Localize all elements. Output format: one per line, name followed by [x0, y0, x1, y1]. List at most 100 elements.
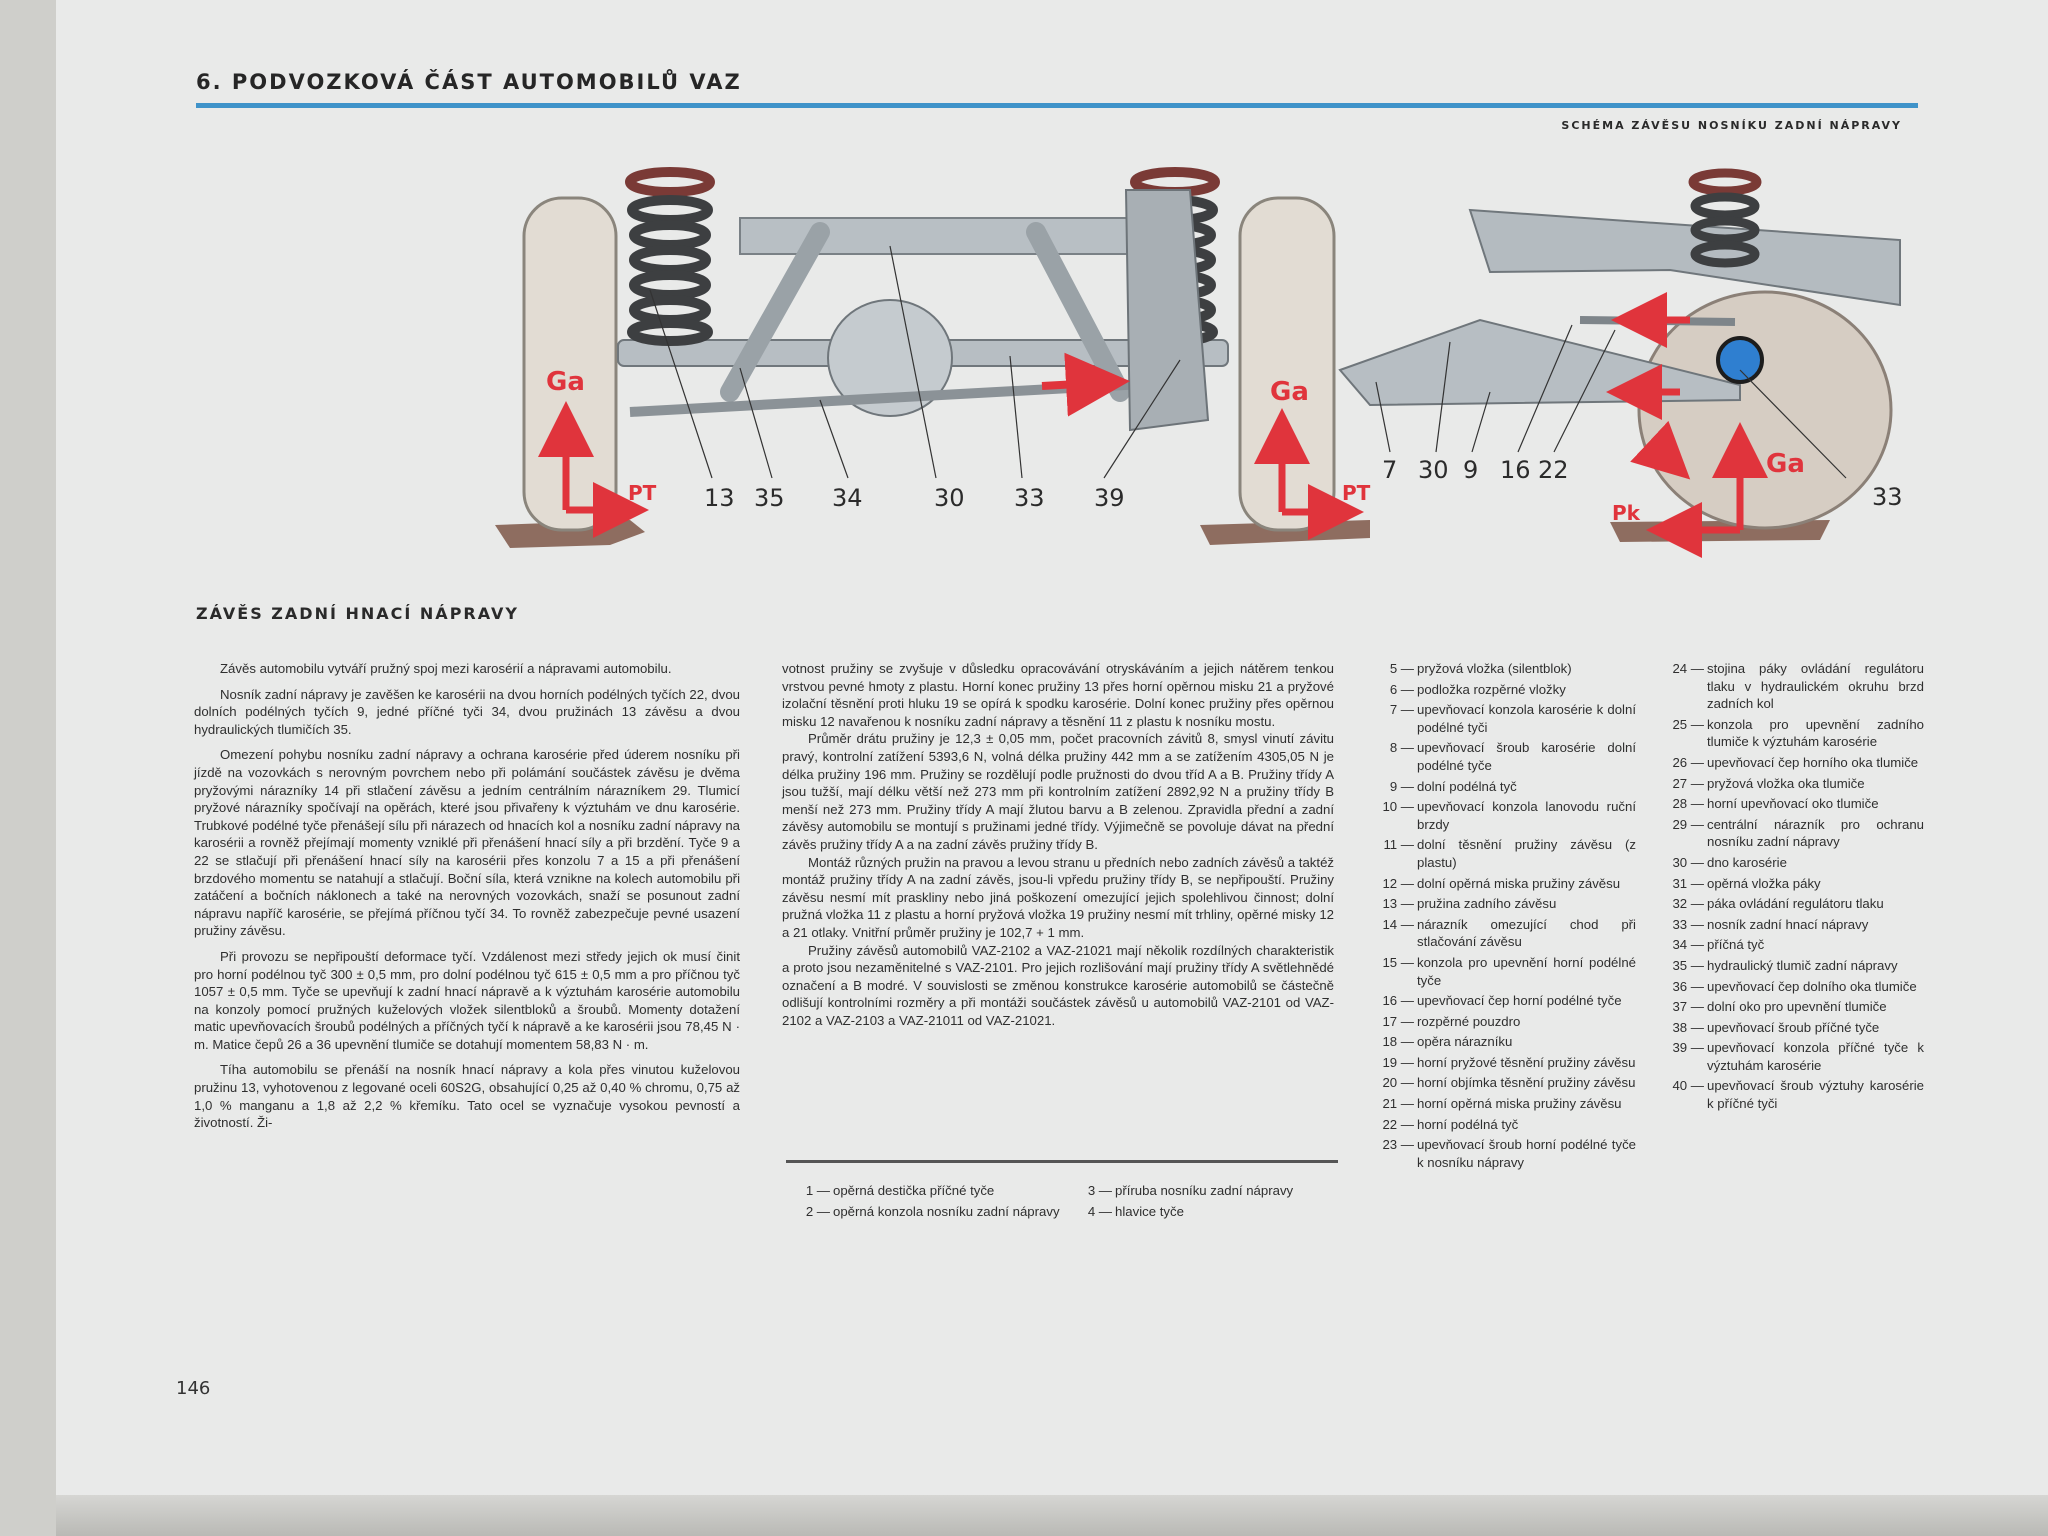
legend-text: opěra nárazníku: [1417, 1034, 1513, 1050]
legend-number: 13 —: [1382, 896, 1414, 912]
legend-item: 10 —upevňovací konzola lanovodu ruční br…: [1368, 798, 1636, 833]
legend-item: 23 —upevňovací šroub horní podélné tyče …: [1368, 1136, 1636, 1171]
force-arrows-left: [538, 401, 649, 538]
legend-parts-24-40: 24 —stojina páky ovládání regulátoru tla…: [1658, 660, 1924, 1116]
legend-number: 37 —: [1672, 999, 1704, 1015]
legend-item: 16 —upevňovací čep horní podélné tyče: [1368, 992, 1636, 1010]
legend-item: 9 —dolní podélná tyč: [1368, 778, 1636, 796]
header-rule: [196, 103, 1918, 108]
legend-item: 11 —dolní těsnění pružiny závěsu (z plas…: [1368, 836, 1636, 871]
legend-number: 26 —: [1672, 754, 1704, 770]
callout-9: 9: [1463, 456, 1478, 484]
legend-number: 9 —: [1389, 778, 1414, 794]
legend-text: hydraulický tlumič zadní nápravy: [1707, 957, 1898, 973]
legend-number: 3 —: [1087, 1183, 1112, 1198]
force-label-ga-left: Ga: [546, 367, 585, 397]
paragraph: Při provozu se nepřipouští deformace tyč…: [194, 948, 740, 1052]
paragraph: votnost pružiny se zvyšuje v důsledku op…: [782, 661, 1334, 729]
legend-item: 1 —opěrná destička příčné tyče: [784, 1182, 1074, 1200]
legend-number: 32 —: [1672, 896, 1704, 912]
legend-text: nárazník omezující chod při stlačování z…: [1417, 916, 1636, 950]
legend-number: 4 —: [1087, 1203, 1112, 1219]
legend-number: 2 —: [805, 1203, 830, 1219]
legend-number: 27 —: [1672, 775, 1704, 791]
page-bottom-edge: [56, 1495, 2048, 1536]
legend-item: 39 —upevňovací konzola příčné tyče k výz…: [1658, 1039, 1924, 1074]
legend-number: 5 —: [1389, 661, 1414, 676]
legend-text: hlavice tyče: [1115, 1203, 1184, 1219]
callout-35: 35: [754, 484, 785, 512]
chapter-title: 6. PODVOZKOVÁ ČÁST AUTOMOBILŮ VAZ: [196, 70, 742, 94]
legend-text: páka ovládání regulátoru tlaku: [1707, 896, 1884, 912]
legend-number: 31 —: [1672, 875, 1704, 891]
legend-item: 14 —nárazník omezující chod při stlačová…: [1368, 916, 1636, 951]
legend-item: 5 —pryžová vložka (silentblok): [1368, 660, 1636, 678]
callout-13: 13: [704, 484, 735, 512]
side-axle-hub: [1716, 336, 1764, 384]
legend-item: 34 —příčná tyč: [1658, 936, 1924, 954]
legend-text: podložka rozpěrné vložky: [1417, 681, 1566, 697]
legend-text: horní pryžové těsnění pružiny závěsu: [1417, 1054, 1636, 1070]
legend-item: 38 —upevňovací šroub příčné tyče: [1658, 1019, 1924, 1037]
shock-right: [1026, 222, 1130, 402]
legend-parts-1-2: 1 —opěrná destička příčné tyče 2 —opěrná…: [784, 1182, 1074, 1223]
legend-number: 14 —: [1382, 916, 1414, 932]
legend-number: 1 —: [805, 1183, 830, 1198]
legend-text: příčná tyč: [1707, 937, 1765, 953]
callout-22: 22: [1538, 456, 1569, 484]
callout-30: 30: [934, 484, 965, 512]
force-label-ga-right: Ga: [1270, 377, 1309, 407]
legend-item: 4 —hlavice tyče: [1066, 1203, 1342, 1221]
page-number: 146: [176, 1378, 211, 1399]
legend-number: 33 —: [1672, 916, 1704, 932]
legend-text: opěrná konzola nosníku zadní nápravy: [833, 1203, 1060, 1219]
legend-number: 34 —: [1672, 937, 1704, 953]
side-force-arrows: [1606, 292, 1768, 558]
legend-number: 35 —: [1672, 957, 1704, 973]
legend-parts-5-23: 5 —pryžová vložka (silentblok)6 —podložk…: [1368, 660, 1636, 1174]
force-arrows-right: [1254, 408, 1364, 540]
legend-item: 35 —hydraulický tlumič zadní nápravy: [1658, 957, 1924, 975]
spring-left: [625, 167, 715, 346]
force-label-ga-side: Ga: [1766, 449, 1805, 479]
legend-text: upevňovací čep horní podélné tyče: [1417, 993, 1622, 1009]
wheel-right: [1238, 196, 1336, 532]
wheel-left: [522, 196, 618, 532]
force-label-pt-right: PT: [1342, 481, 1371, 505]
side-body-panel: [1468, 208, 1901, 307]
legend-text: dno karosérie: [1707, 854, 1787, 870]
legend-number: 24 —: [1672, 661, 1704, 676]
legend-item: 3 —příruba nosníku zadní nápravy: [1066, 1182, 1342, 1200]
legend-item: 32 —páka ovládání regulátoru tlaku: [1658, 895, 1924, 913]
paragraph: Závěs automobilu vytváří pružný spoj mez…: [220, 661, 672, 676]
legend-item: 13 —pružina zadního závěsu: [1368, 895, 1636, 913]
side-spring: [1688, 168, 1762, 268]
legend-number: 7 —: [1389, 702, 1414, 718]
legend-text: upevňovací šroub příčné tyče: [1707, 1019, 1880, 1035]
legend-number: 17 —: [1382, 1013, 1414, 1029]
legend-text: upevňovací čep dolního oka tlumiče: [1707, 978, 1917, 994]
legend-item: 18 —opěra nárazníku: [1368, 1033, 1636, 1051]
legend-item: 24 —stojina páky ovládání regulátoru tla…: [1658, 660, 1924, 713]
paragraph: Montáž různých pružin na pravou a levou …: [782, 854, 1334, 940]
callout-34: 34: [832, 484, 863, 512]
legend-item: 25 —konzola pro upevnění zadního tlumiče…: [1658, 716, 1924, 751]
legend-text: horní podélná tyč: [1417, 1116, 1519, 1132]
legend-divider: [786, 1160, 1338, 1163]
legend-item: 8 —upevňovací šroub karosérie dolní podé…: [1368, 739, 1636, 774]
legend-text: opěrná destička příčné tyče: [833, 1183, 995, 1198]
paragraph: Nosník zadní nápravy je zavěšen ke karos…: [194, 686, 740, 737]
legend-text: konzola pro upevnění horní podélné tyče: [1417, 954, 1636, 988]
legend-text: příruba nosníku zadní nápravy: [1115, 1183, 1294, 1198]
legend-item: 15 —konzola pro upevnění horní podélné t…: [1368, 954, 1636, 989]
legend-item: 17 —rozpěrné pouzdro: [1368, 1013, 1636, 1031]
differential: [827, 299, 953, 417]
legend-item: 2 —opěrná konzola nosníku zadní nápravy: [784, 1203, 1074, 1221]
legend-number: 36 —: [1672, 978, 1704, 994]
legend-text: dolní podélná tyč: [1417, 778, 1517, 794]
legend-item: 12 —dolní opěrná miska pružiny závěsu: [1368, 875, 1636, 893]
legend-text: upevňovací šroub výztuhy karosérie k pří…: [1707, 1078, 1924, 1112]
legend-number: 15 —: [1382, 954, 1414, 970]
callout-33-side: 33: [1872, 483, 1903, 511]
legend-item: 36 —upevňovací čep dolního oka tlumiče: [1658, 978, 1924, 996]
